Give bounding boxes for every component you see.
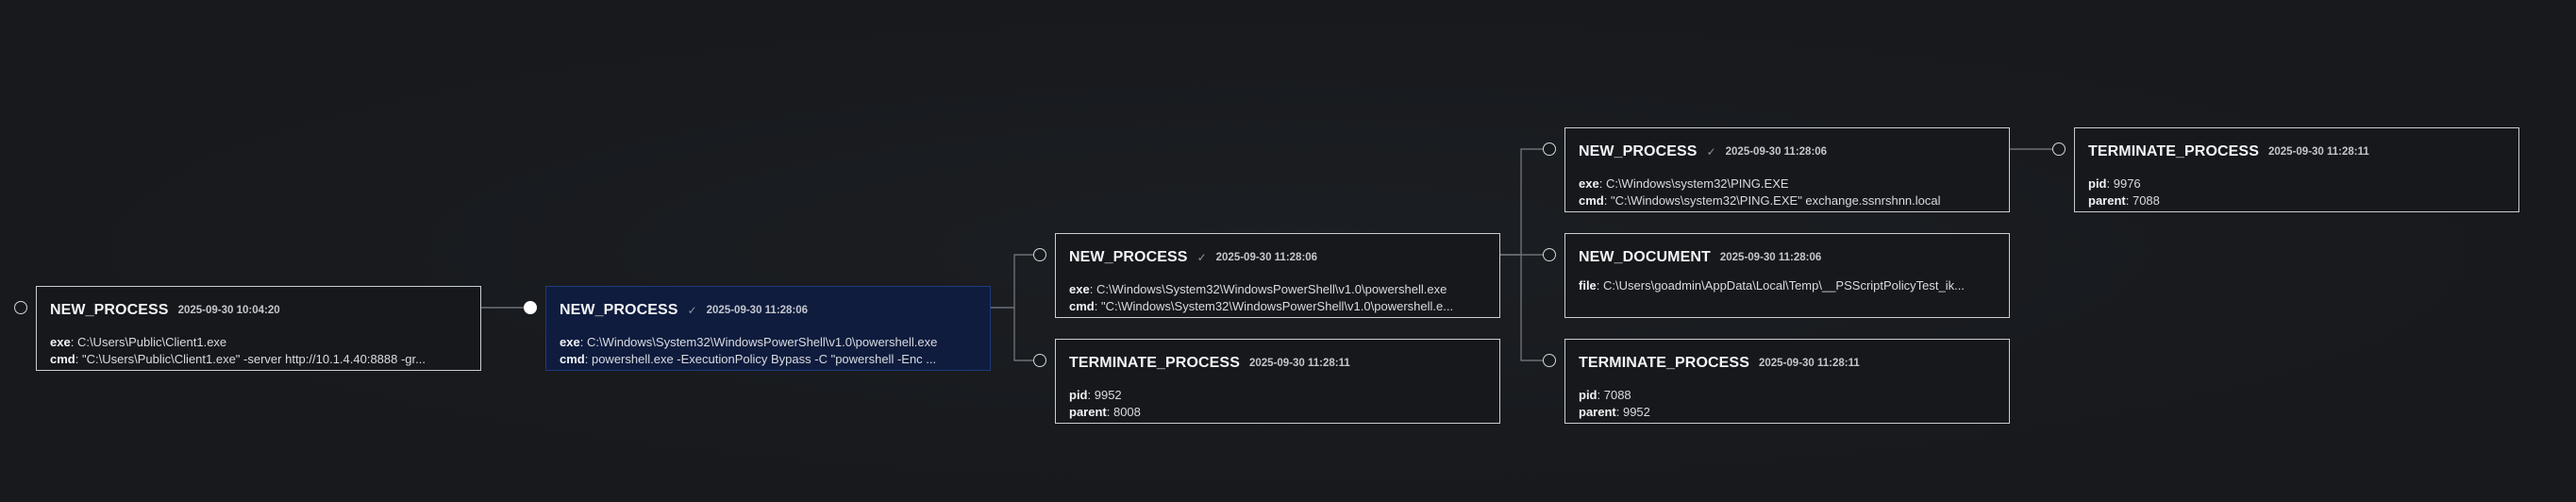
- event-node-terminate-process-7088[interactable]: TERMINATE_PROCESS 2025-09-30 11:28:11 pi…: [1564, 339, 2010, 424]
- edge-2-6: [1520, 255, 1547, 361]
- node-body: exe: C:\Users\Public\Client1.exe cmd: "C…: [50, 334, 467, 368]
- edge-1-2: [991, 254, 1038, 309]
- field-cmd: cmd: powershell.exe -ExecutionPolicy Byp…: [560, 352, 937, 366]
- node-body: pid: 9976 parent: 7088: [2088, 176, 2505, 209]
- node-body: file: C:\Users\goadmin\AppData\Local\Tem…: [1579, 277, 1996, 294]
- node-header: TERMINATE_PROCESS 2025-09-30 11:28:11: [1579, 351, 1996, 376]
- field-pid: pid: 9952: [1069, 388, 1122, 402]
- field-exe: exe: C:\Users\Public\Client1.exe: [50, 335, 227, 349]
- event-timestamp: 2025-09-30 11:28:06: [1215, 252, 1318, 263]
- event-timestamp: 2025-09-30 11:28:06: [1725, 146, 1828, 158]
- node-header: NEW_DOCUMENT 2025-09-30 11:28:06: [1579, 245, 1996, 270]
- event-type-label: NEW_DOCUMENT: [1579, 249, 1711, 265]
- field-exe: exe: C:\Windows\System32\WindowsPowerShe…: [1069, 282, 1447, 296]
- node-header: NEW_PROCESS 2025-09-30 10:04:20: [50, 298, 467, 323]
- edge-1-3: [1013, 308, 1038, 361]
- check-icon: ✓: [1196, 251, 1207, 264]
- event-timestamp: 2025-09-30 11:28:11: [1758, 358, 1860, 369]
- field-cmd: cmd: "C:\Users\Public\Client1.exe" -serv…: [50, 352, 426, 366]
- field-file: file: C:\Users\goadmin\AppData\Local\Tem…: [1579, 278, 1965, 293]
- check-icon: ✓: [1706, 145, 1716, 159]
- event-type-label: NEW_PROCESS: [1579, 143, 1698, 159]
- event-node-new-process-ping[interactable]: NEW_PROCESS ✓ 2025-09-30 11:28:06 exe: C…: [1564, 127, 2010, 212]
- node-header: TERMINATE_PROCESS 2025-09-30 11:28:11: [1069, 351, 1486, 376]
- event-type-label: NEW_PROCESS: [1069, 249, 1188, 265]
- node-body: exe: C:\Windows\System32\WindowsPowerShe…: [560, 334, 977, 368]
- node-header: NEW_PROCESS ✓ 2025-09-30 11:28:06: [1069, 245, 1486, 270]
- event-type-label: TERMINATE_PROCESS: [1579, 355, 1749, 371]
- node-2-input-port[interactable]: [1033, 248, 1046, 261]
- event-node-new-process-client1[interactable]: NEW_PROCESS 2025-09-30 10:04:20 exe: C:\…: [36, 286, 481, 371]
- field-cmd: cmd: "C:\Windows\System32\WindowsPowerSh…: [1069, 299, 1454, 313]
- node-body: exe: C:\Windows\system32\PING.EXE cmd: "…: [1579, 176, 1996, 209]
- event-timestamp: 2025-09-30 11:28:06: [706, 305, 809, 316]
- node-6-input-port[interactable]: [1543, 354, 1556, 367]
- node-0-input-port[interactable]: [14, 301, 27, 314]
- node-header: TERMINATE_PROCESS 2025-09-30 11:28:11: [2088, 140, 2505, 164]
- event-timestamp: 2025-09-30 10:04:20: [177, 305, 280, 316]
- event-node-new-document[interactable]: NEW_DOCUMENT 2025-09-30 11:28:06 file: C…: [1564, 233, 2010, 318]
- node-header: NEW_PROCESS ✓ 2025-09-30 11:28:06: [1579, 140, 1996, 164]
- event-node-new-process-powershell-selected[interactable]: NEW_PROCESS ✓ 2025-09-30 11:28:06 exe: C…: [545, 286, 991, 371]
- event-type-label: NEW_PROCESS: [560, 302, 678, 318]
- node-body: pid: 9952 parent: 8008: [1069, 387, 1486, 421]
- field-parent: parent: 8008: [1069, 405, 1141, 419]
- edge-2-4: [1500, 148, 1547, 256]
- field-exe: exe: C:\Windows\system32\PING.EXE: [1579, 176, 1789, 191]
- node-7-input-port[interactable]: [2052, 142, 2066, 156]
- check-icon: ✓: [687, 304, 697, 317]
- event-timestamp: 2025-09-30 11:28:11: [2267, 146, 2369, 158]
- event-node-terminate-process-9952[interactable]: TERMINATE_PROCESS 2025-09-30 11:28:11 pi…: [1055, 339, 1500, 424]
- field-pid: pid: 9976: [2088, 176, 2141, 191]
- node-3-input-port[interactable]: [1033, 354, 1046, 367]
- node-body: exe: C:\Windows\System32\WindowsPowerShe…: [1069, 281, 1486, 315]
- field-pid: pid: 7088: [1579, 388, 1631, 402]
- event-type-label: TERMINATE_PROCESS: [2088, 143, 2259, 159]
- event-timestamp: 2025-09-30 11:28:06: [1719, 252, 1822, 263]
- event-type-label: NEW_PROCESS: [50, 302, 169, 318]
- field-parent: parent: 7088: [2088, 193, 2160, 208]
- field-parent: parent: 9952: [1579, 405, 1650, 419]
- event-node-new-process-powershell-child[interactable]: NEW_PROCESS ✓ 2025-09-30 11:28:06 exe: C…: [1055, 233, 1500, 318]
- field-exe: exe: C:\Windows\System32\WindowsPowerShe…: [560, 335, 938, 349]
- field-cmd: cmd: "C:\Windows\system32\PING.EXE" exch…: [1579, 193, 1941, 208]
- event-timestamp: 2025-09-30 11:28:11: [1248, 358, 1350, 369]
- event-node-terminate-process-9976[interactable]: TERMINATE_PROCESS 2025-09-30 11:28:11 pi…: [2074, 127, 2519, 212]
- node-4-input-port[interactable]: [1543, 142, 1556, 156]
- node-header: NEW_PROCESS ✓ 2025-09-30 11:28:06: [560, 298, 977, 323]
- node-1-input-port[interactable]: [524, 301, 537, 314]
- node-5-input-port[interactable]: [1543, 248, 1556, 261]
- node-body: pid: 7088 parent: 9952: [1579, 387, 1996, 421]
- event-type-label: TERMINATE_PROCESS: [1069, 355, 1240, 371]
